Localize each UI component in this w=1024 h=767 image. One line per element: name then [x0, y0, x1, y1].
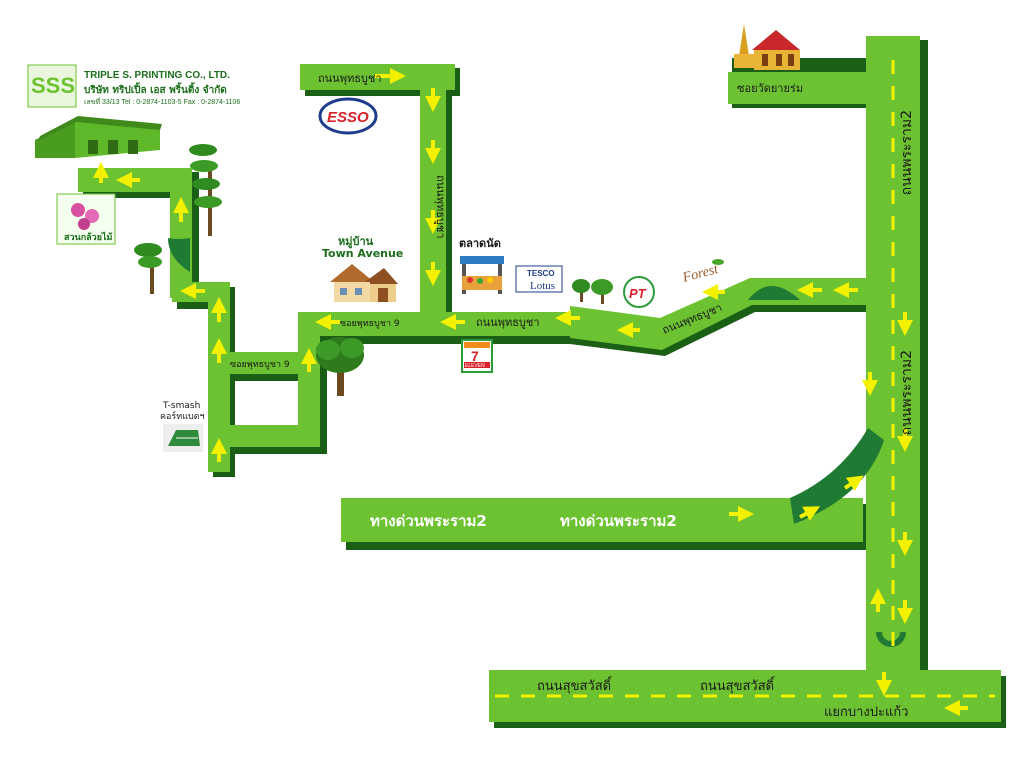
label-phutthabucha-vertical: ถนนพุทธบูชา: [434, 175, 447, 239]
lane-dashes: [495, 60, 995, 698]
arrow: [843, 475, 864, 492]
label-expressway-2: ทางด่วนพระราม2: [560, 512, 677, 530]
forest-logo: Forest: [680, 259, 724, 286]
logo-initials: SSS: [31, 73, 75, 98]
orchid-garden-icon: สวนกล้วยไม้: [56, 193, 116, 245]
direction-arrows: [93, 68, 968, 716]
roads: [78, 36, 1001, 722]
temple-icon: [734, 24, 800, 70]
label-phutthabucha-top: ถนนพุทธบูชา: [318, 72, 382, 85]
palm-tree-icon: [189, 144, 222, 236]
tesco-lotus-logo: TESCO Lotus: [515, 265, 563, 293]
company-name-th: บริษัท ทริปเปิ้ล เอส พริ้นติ้ง จำกัด: [84, 82, 227, 96]
label-eleven: ELEVEN: [465, 363, 485, 369]
company-logo: SSS TRIPLE S. PRINTING CO., LTD. บริษัท …: [27, 64, 240, 108]
factory-building-icon: [35, 116, 162, 158]
road-expressway: [341, 498, 863, 542]
flyover-rama2-ramp: [790, 428, 884, 524]
label-tsmash-1: T-smash: [162, 401, 200, 411]
label-wat-yai-rom: ซอยวัดยายร่ม: [737, 82, 803, 95]
tree-icon: [572, 279, 613, 304]
label-suksawat-2: ถนนสุขสวัสดิ์: [700, 676, 776, 694]
label-rama2-lower: ถนนพระราม2: [899, 350, 915, 435]
pt-station-logo: PT: [623, 276, 655, 308]
label-expressway-1: ทางด่วนพระราม2: [370, 512, 487, 530]
badminton-court-icon: T-smash คอร์ทแบดฯ: [160, 401, 205, 452]
arrow: [799, 506, 821, 521]
label-village-2: Town Avenue: [322, 247, 403, 260]
village-icon: หมู่บ้าน Town Avenue: [322, 235, 403, 302]
label-soi9-lower: ซอยพุทธบูชา 9: [230, 360, 290, 370]
company-name-en: TRIPLE S. PRINTING CO., LTD.: [84, 70, 230, 81]
palm-tree-icon: [134, 243, 162, 294]
label-suksawat-1: ถนนสุขสวัสดิ์: [537, 676, 613, 694]
flyovers: [168, 238, 906, 647]
road-soi9-right: [298, 312, 320, 447]
road-labels: ถนนพุทธบูชา ถนนพุทธบูชา ถนนพุทธบูชา ถนนพ…: [230, 72, 915, 720]
flyover-factory: [168, 238, 190, 272]
label-forest: Forest: [680, 262, 721, 286]
label-pt: PT: [629, 286, 647, 301]
road-soi9-bottom: [208, 425, 320, 447]
label-market: ตลาดนัด: [459, 237, 501, 250]
road-wat-yai-rom: [728, 72, 893, 104]
label-phutthabucha-main: ถนนพุทธบูชา: [476, 316, 540, 329]
flyover-forest: [748, 286, 800, 300]
seven-eleven-logo: 7 ELEVEN: [461, 339, 493, 373]
label-soi9-upper: ซอยพุทธบูชา 9: [340, 319, 400, 329]
label-orchid: สวนกล้วยไม้: [64, 231, 113, 243]
uturn-rama2: [876, 632, 906, 647]
label-village-1: หมู่บ้าน: [338, 235, 374, 249]
road-factory-vertical: [170, 168, 192, 298]
label-bang-pakaeo: แยกบางปะแก้ว: [824, 705, 909, 720]
company-contact: เลขที่ 33/13 Tel : 0-2874-1103-5 Fax : 0…: [84, 97, 240, 106]
market-icon: ตลาดนัด: [459, 237, 504, 294]
esso-logo: ESSO: [318, 97, 378, 135]
label-esso: ESSO: [327, 109, 369, 126]
tree-icon: [316, 337, 364, 396]
label-rama2-upper: ถนนพระราม2: [899, 110, 915, 195]
label-tsmash-2: คอร์ทแบดฯ: [160, 410, 205, 422]
label-lotus: Lotus: [530, 280, 555, 292]
road-soi9-middle: [208, 352, 306, 374]
label-seven: 7: [471, 348, 479, 364]
road-soi9-left: [208, 282, 230, 472]
label-tesco: TESCO: [527, 269, 555, 278]
